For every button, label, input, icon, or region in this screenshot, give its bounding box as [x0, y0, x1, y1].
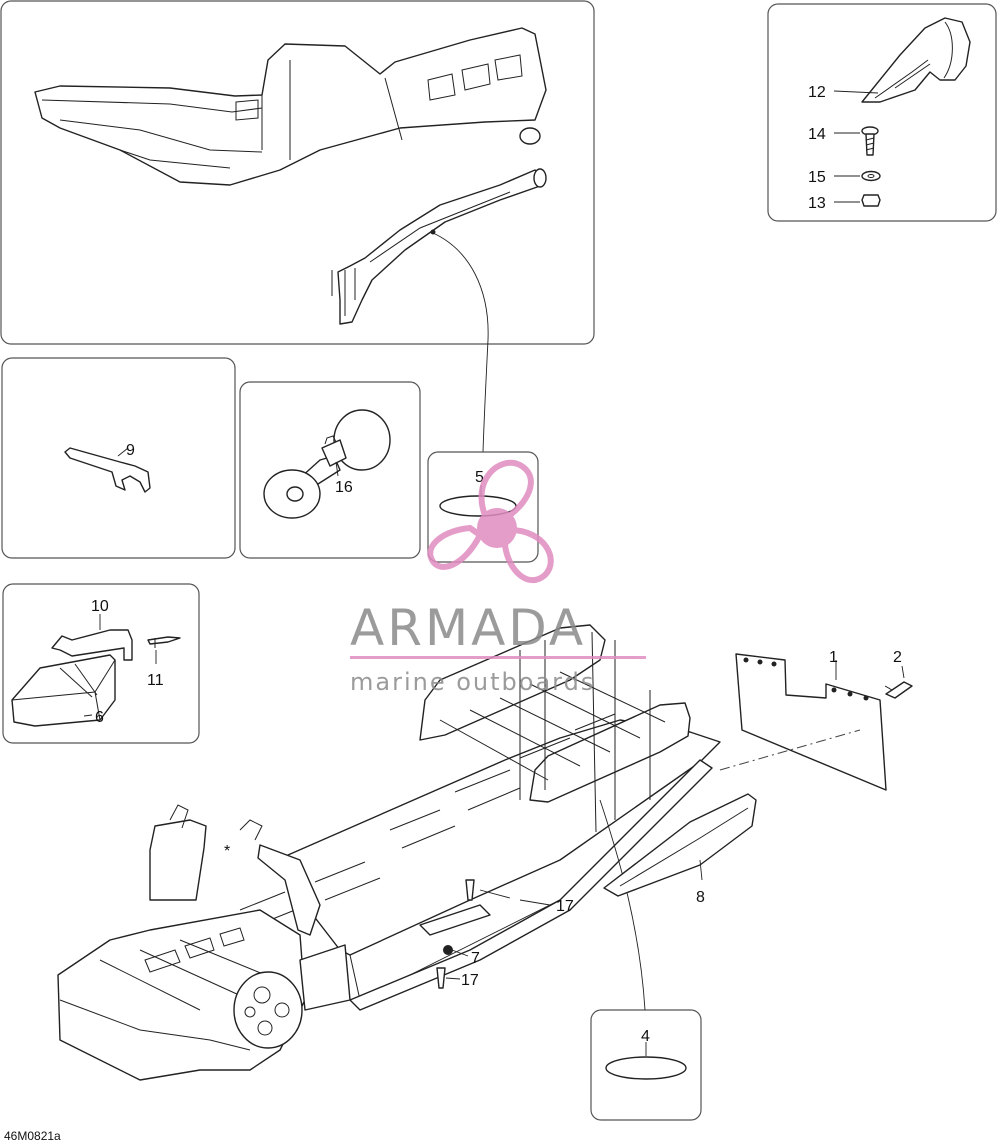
battery-detail-panel [2, 583, 200, 744]
callout-7: 7 [471, 950, 480, 967]
callout-2: 2 [893, 649, 902, 666]
nut-part [861, 194, 881, 207]
front-frame [57, 804, 351, 1081]
oring-detail-panel-4 [590, 1009, 702, 1121]
rivet-part-11 [147, 636, 181, 648]
callout-12: 12 [808, 84, 826, 101]
horn-part [263, 409, 391, 519]
callout-10: 10 [91, 598, 109, 615]
wrench-part [64, 447, 151, 493]
bracket-part-7 [419, 904, 491, 955]
callout-6: 6 [95, 709, 104, 726]
tunnel-frame-assembly [57, 624, 721, 1081]
watermark-brand: ARMADA [350, 599, 586, 657]
callout-1: 1 [829, 649, 838, 666]
callout-13: 13 [808, 195, 826, 212]
mirror-detail-panel [767, 3, 997, 222]
propeller-logo [427, 459, 554, 584]
callout-9: 9 [126, 442, 135, 459]
callout-14: 14 [808, 126, 826, 143]
leader-rail-to-5 [432, 232, 489, 453]
rivet-part-2 [884, 681, 913, 699]
callout-8: 8 [696, 889, 705, 906]
deflector-part [603, 793, 757, 897]
fastener-17-upper [465, 879, 475, 901]
rear-rack [419, 624, 691, 833]
seat-body-drawing [34, 27, 547, 186]
callout-4: 4 [641, 1028, 650, 1045]
battery-part [11, 654, 116, 727]
flap-mount-line [719, 729, 861, 771]
fastener-17-lower [436, 967, 446, 989]
frame-note-asterisk: * [224, 843, 230, 860]
diagram-code: 46M0821a [4, 1129, 61, 1143]
watermark-tagline: marine outboards [350, 668, 595, 696]
grab-rail-detail-panel [0, 0, 595, 453]
armada-watermark: ARMADA marine outboards [350, 459, 646, 696]
callout-11: 11 [147, 672, 164, 689]
horn-detail-panel [239, 381, 421, 559]
callout-15: 15 [808, 169, 826, 186]
wrench-detail-panel [1, 357, 236, 559]
mirror-part [861, 17, 971, 103]
callout-5: 5 [475, 469, 484, 486]
callout-16: 16 [335, 479, 353, 496]
screw-part [861, 126, 879, 156]
callout-labels: 1 2 4 5 6 7 8 9 10 11 12 13 14 15 16 17 … [91, 84, 902, 1045]
callout-17-upper: 17 [556, 898, 574, 915]
battery-bracket-part [51, 629, 133, 661]
leader-frame-to-4 [599, 799, 646, 1011]
washer-part [861, 170, 881, 182]
callout-17-lower: 17 [461, 972, 479, 989]
snow-flap-part [735, 653, 887, 791]
